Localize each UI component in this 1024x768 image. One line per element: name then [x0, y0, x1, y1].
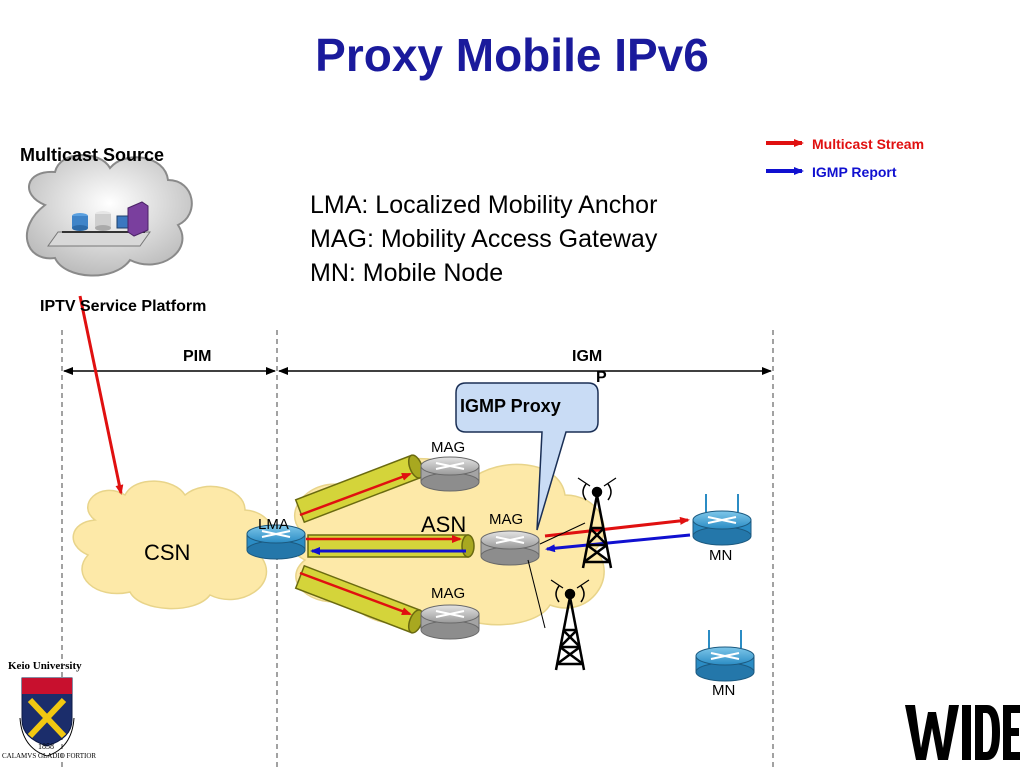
multicast-source-cloud [26, 154, 193, 277]
multicast-stream-source-to-csn [78, 295, 124, 495]
definition-mn: MN: Mobile Node [310, 259, 504, 287]
mn-router-2 [695, 630, 755, 682]
legend-multicast-stream-label: Multicast Stream [812, 136, 925, 152]
mag-router-middle [480, 530, 540, 566]
igmp-proxy-callout [455, 382, 599, 531]
keio-university-name: Keio University [8, 660, 82, 672]
igmp-label-line2: P [596, 369, 607, 386]
cell-tower-lower [550, 579, 590, 671]
mag-to-tower-link-upper [539, 522, 586, 545]
definition-lma: LMA: Localized Mobility Anchor [310, 191, 658, 219]
keio-motto: CALAMVS GLADIO FORTIOR [2, 752, 97, 760]
wide-logo [905, 705, 1020, 760]
igmp-label-line1: IGM [572, 348, 603, 365]
definition-mag: MAG: Mobility Access Gateway [310, 225, 658, 253]
page-title: Proxy Mobile IPv6 [315, 29, 709, 81]
mn-router-1 [692, 494, 752, 546]
iptv-platform-label: IPTV Service Platform [40, 298, 207, 315]
cell-tower-upper [577, 477, 617, 569]
igmp-report-mn-to-mag [545, 533, 691, 553]
mn-2-label: MN [712, 682, 736, 699]
igmp-proxy-label: IGMP Proxy [460, 396, 561, 416]
mag-bottom-label: MAG [431, 585, 466, 602]
multicast-stream-tunnel-top [299, 472, 412, 517]
multicast-stream-mag-to-mn [544, 516, 690, 538]
asn-label: ASN [421, 512, 467, 537]
multicast-source-label: Multicast Source [20, 145, 165, 165]
lma-router [246, 524, 306, 560]
csn-label: CSN [144, 540, 191, 565]
mag-top-label: MAG [431, 439, 466, 456]
mag-router-top [420, 456, 480, 492]
keio-university-shield [19, 677, 75, 757]
pim-label: PIM [183, 348, 212, 365]
multicast-stream-tunnel-bottom [299, 571, 412, 616]
mn-1-label: MN [709, 547, 733, 564]
mag-to-tower-link-lower [527, 559, 546, 629]
lma-label: LMA [258, 516, 289, 533]
mag-router-bottom [420, 604, 480, 640]
keio-year: 1858 [38, 742, 54, 751]
mag-middle-label: MAG [489, 511, 524, 528]
legend-igmp-report-label: IGMP Report [812, 164, 897, 180]
